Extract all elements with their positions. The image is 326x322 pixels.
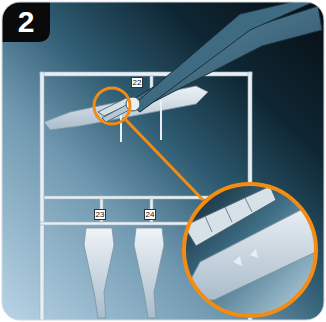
side-cutters [98,2,322,122]
sprue-gate [120,112,122,142]
background [2,2,324,320]
wing-part [44,86,208,130]
part-number: 22 [131,77,144,88]
step-number: 2 [18,7,35,37]
part-number: 23 [94,209,107,220]
callout-line [125,119,203,200]
panel-border [2,2,324,320]
step-badge [2,2,50,42]
zoom-circle [184,184,316,316]
fin-part [84,228,114,318]
sprue-gate [160,100,162,140]
focus-circle [94,88,130,124]
fin-part [134,228,164,318]
part-number: 24 [144,209,157,220]
zoom-view [180,180,320,320]
